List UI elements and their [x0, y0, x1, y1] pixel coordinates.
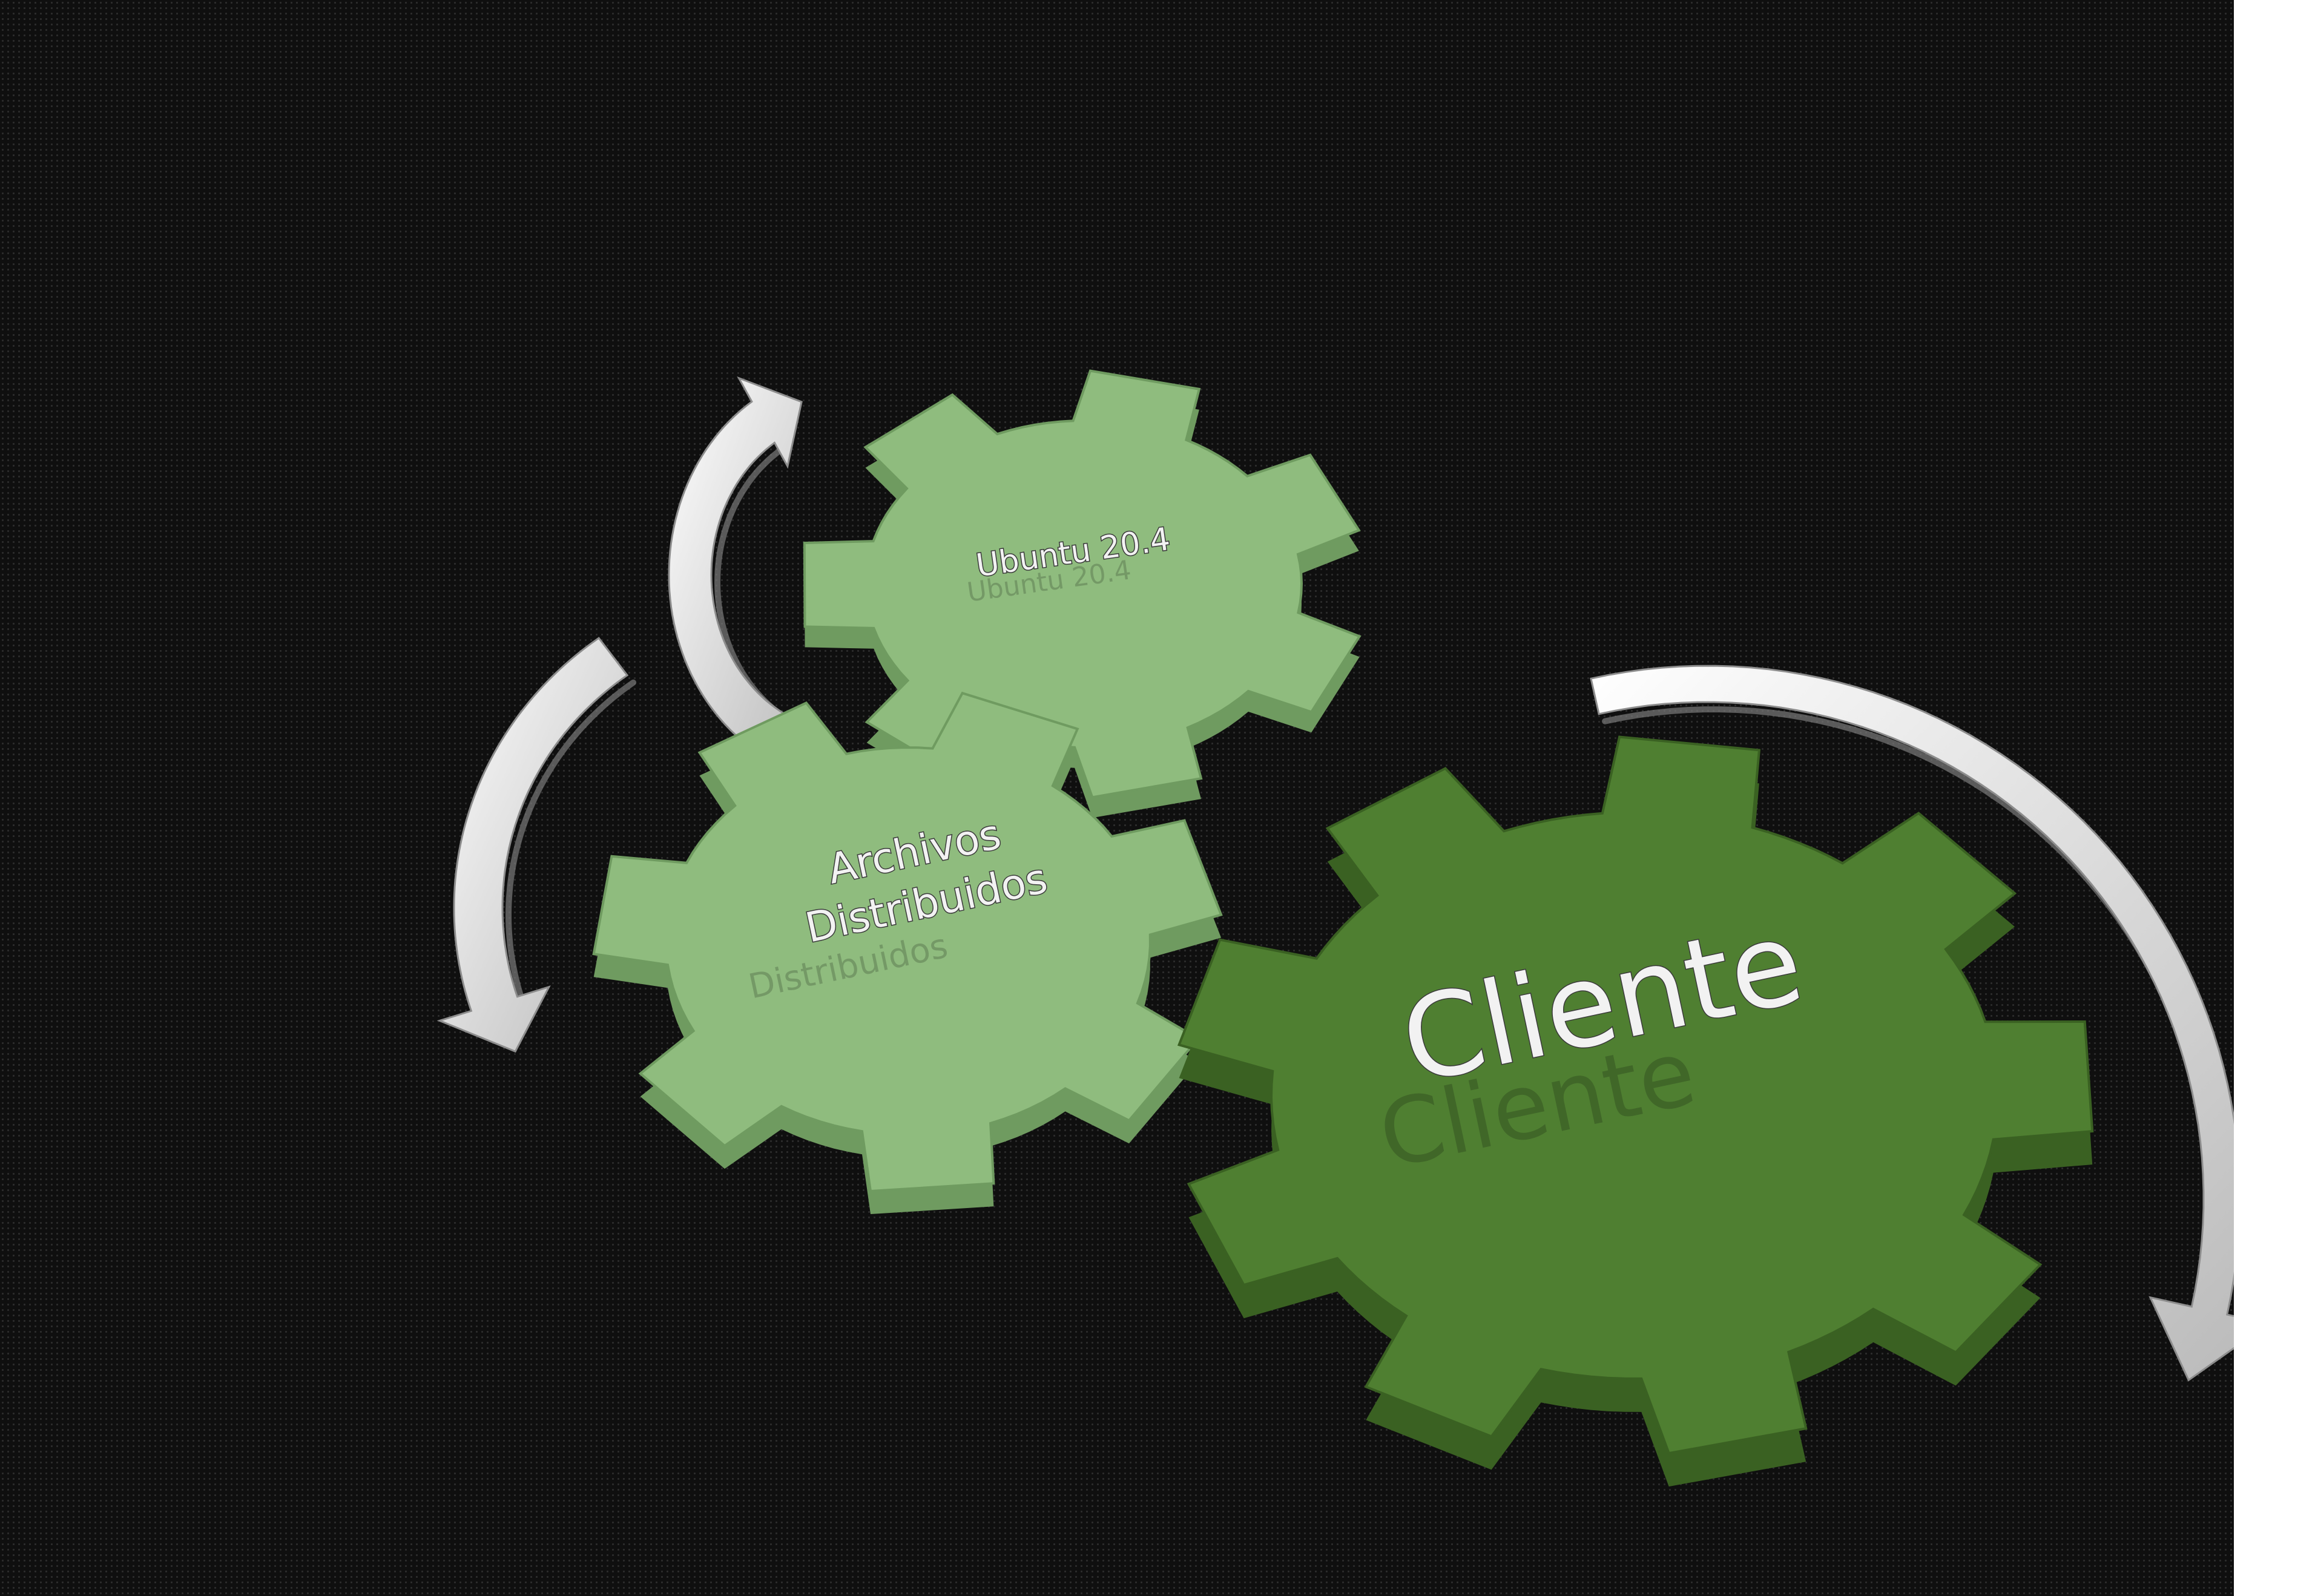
diagram-canvas: Ubuntu 20.4 Ubuntu 20.4 Distribuidos Arc…	[0, 0, 2234, 1596]
gear-cycle-diagram: Ubuntu 20.4 Ubuntu 20.4 Distribuidos Arc…	[436, 369, 2234, 1487]
gear-cliente-face	[1177, 735, 2094, 1455]
curved-arrow	[1590, 665, 2234, 1382]
arrow-archivos-to-ubuntu	[668, 376, 823, 775]
curved-arrow-edge	[505, 679, 637, 1007]
arrow-around-cliente	[1590, 665, 2234, 1382]
curved-arrow	[436, 637, 629, 1053]
arrow-ubuntu-to-archivos	[436, 637, 637, 1053]
cycle-arrows	[436, 376, 2234, 1382]
gear-archivos-distribuidos: Distribuidos Archivos Distribuidos	[592, 691, 1223, 1214]
gear-cliente: Cliente Cliente	[1177, 735, 2094, 1487]
gear-archivos-face	[592, 691, 1223, 1193]
curved-arrow	[668, 376, 815, 775]
